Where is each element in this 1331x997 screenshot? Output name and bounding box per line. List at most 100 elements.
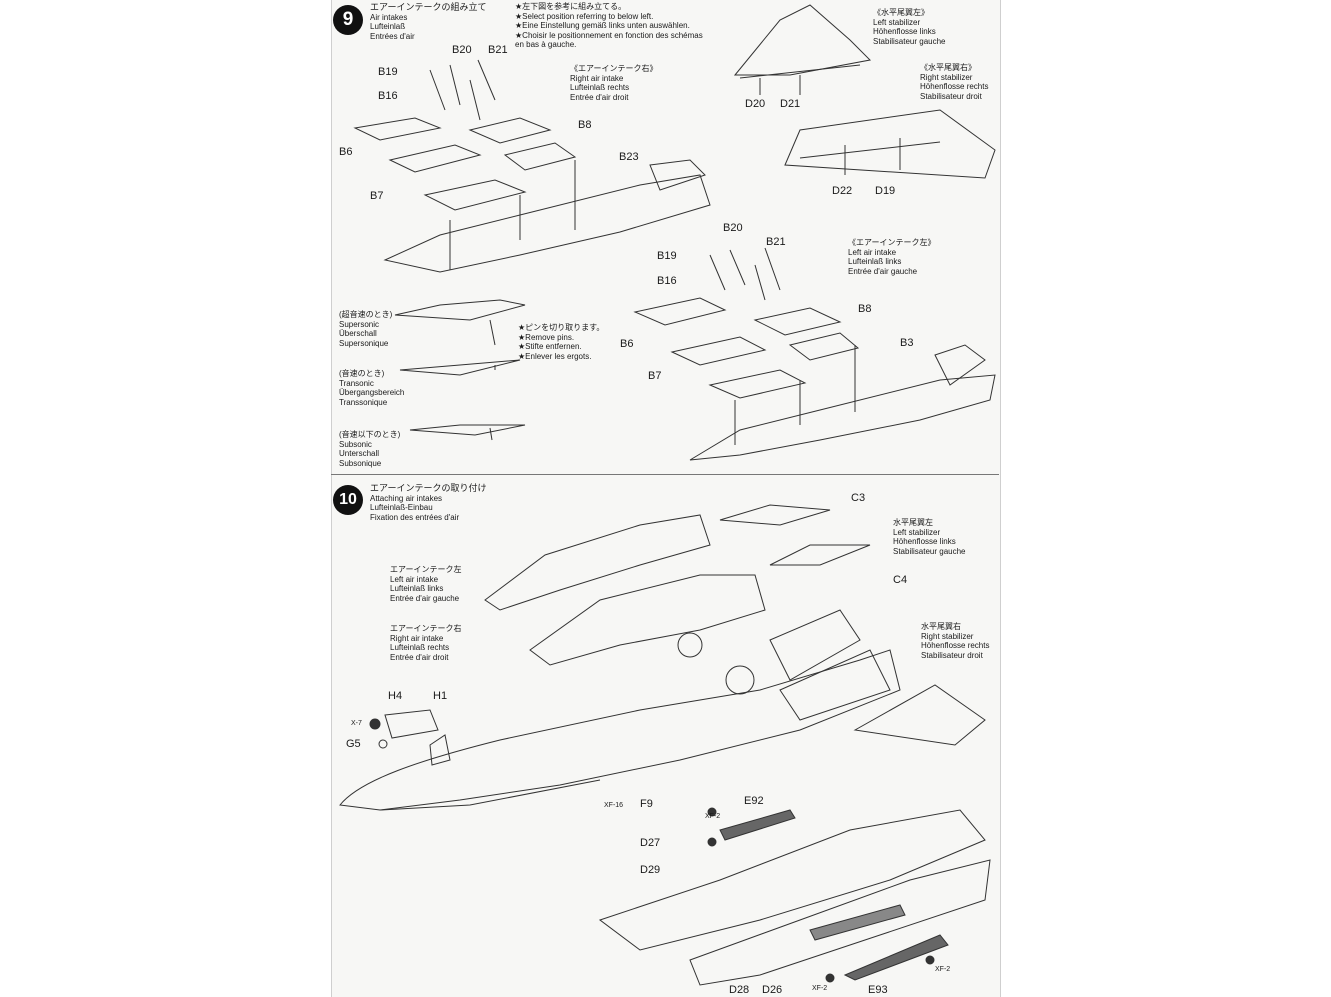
caption-line: Transonic xyxy=(339,378,374,388)
caption-line: Right stabilizer xyxy=(921,631,974,641)
part-label-d19: D19 xyxy=(875,185,896,197)
part-label-e92: E92 xyxy=(744,795,764,807)
caption-line: ★ピンを切り取ります。 xyxy=(518,323,605,332)
step-9-title-jp: エアーインテークの組み立て xyxy=(370,2,487,12)
part-label-b6: B6 xyxy=(620,338,634,350)
part-label-d22: D22 xyxy=(832,185,853,197)
step10-left-intake xyxy=(484,514,711,611)
caption-line: 《水平尾翼右》 xyxy=(920,63,976,72)
step-9-right-intake-caption: 《エアーインテーク右》 Right air intake Lufteinlaß … xyxy=(570,64,658,102)
caption-line: Übergangsbereich xyxy=(339,388,405,397)
part-label-b16: B16 xyxy=(378,90,398,102)
part-label-d21: D21 xyxy=(780,98,801,110)
subsonic-caption: (音速以下のとき) Subsonic Unterschall Subsoniqu… xyxy=(339,430,400,468)
caption-line: Right air intake xyxy=(570,73,624,83)
caption-line: Left stabilizer xyxy=(893,527,941,537)
part-label-b19: B19 xyxy=(378,66,398,78)
note-line: ★Choisir le positionnement en fonction d… xyxy=(515,30,703,40)
step-9-title-en: Air intakes xyxy=(370,12,408,22)
paint-label-xf2: XF-2 xyxy=(705,813,721,820)
caption-line: Left air intake xyxy=(390,574,439,584)
caption-line: Überschall xyxy=(339,329,377,338)
caption-line: Supersonic xyxy=(339,319,380,329)
step-9-left-intake-caption: 《エアーインテーク左》 Left air intake Lufteinlaß l… xyxy=(848,238,936,276)
part-label-b7: B7 xyxy=(648,370,662,382)
supersonic-caption: (超音速のとき) Supersonic Überschall Supersoni… xyxy=(339,310,392,348)
step10-fuselage xyxy=(339,649,901,811)
caption-line: Stabilisateur gauche xyxy=(873,36,946,46)
caption-line: 水平尾翼右 xyxy=(921,622,961,631)
caption-line: (音速のとき) xyxy=(339,369,385,378)
part-label-b6: B6 xyxy=(339,146,353,158)
step-10-title-de: Lufteinlaß-Einbau xyxy=(370,503,433,512)
caption-line: 《水平尾翼左》 xyxy=(873,8,929,17)
step9-right-stabilizer xyxy=(784,109,996,179)
step-10-title-jp: エアーインテークの取り付け xyxy=(370,483,487,493)
step9-right-intake-body xyxy=(383,159,711,273)
step-10-left-intake-caption: エアーインテーク左 Left air intake Lufteinlaß lin… xyxy=(390,565,462,603)
part-label-h1: H1 xyxy=(433,690,448,702)
step-10-title-en: Attaching air intakes xyxy=(370,493,443,503)
caption-line: Höhenflosse rechts xyxy=(920,82,989,91)
step10-lower-assembly xyxy=(598,809,991,986)
caption-line: 水平尾翼左 xyxy=(893,518,933,527)
caption-line: Lufteinlaß links xyxy=(848,257,902,266)
caption-line: Left air intake xyxy=(848,247,897,257)
note-line: en bas à gauche. xyxy=(515,40,577,49)
caption-line: エアーインテーク右 xyxy=(390,624,462,633)
caption-line: ★Enlever les ergots. xyxy=(518,351,592,361)
part-label-d26: D26 xyxy=(762,984,783,996)
caption-line: Höhenflosse links xyxy=(873,27,936,36)
caption-line: ★Remove pins. xyxy=(518,332,575,342)
caption-line: 《エアーインテーク右》 xyxy=(570,64,658,73)
step-9-title-de: Lufteinlaß xyxy=(370,22,406,31)
step-10-left-stab-caption: 水平尾翼左 Left stabilizer Höhenflosse links … xyxy=(893,518,966,556)
step9-left-intake-parts xyxy=(633,247,860,399)
step10-small-parts xyxy=(369,709,935,983)
paint-label-xf2: XF-2 xyxy=(935,966,951,973)
caption-line: Stabilisateur gauche xyxy=(893,546,966,556)
step-9-right-stab-caption: 《水平尾翼右》 Right stabilizer Höhenflosse rec… xyxy=(920,63,988,101)
part-label-b7: B7 xyxy=(370,190,384,202)
caption-line: Entrée d'air droit xyxy=(390,652,449,662)
caption-line: ★Stifte entfernen. xyxy=(518,342,582,351)
caption-line: Supersonique xyxy=(339,338,389,348)
caption-line: エアーインテーク左 xyxy=(390,565,462,574)
caption-line: Höhenflosse links xyxy=(893,537,956,546)
caption-line: Lufteinlaß links xyxy=(390,584,444,593)
part-label-b8: B8 xyxy=(578,119,592,131)
part-label-b20: B20 xyxy=(452,44,472,56)
part-label-b21: B21 xyxy=(488,44,508,56)
instruction-sheet xyxy=(331,0,1001,997)
part-label-d29: D29 xyxy=(640,864,661,876)
caption-line: (音速以下のとき) xyxy=(339,430,401,439)
caption-line: Lufteinlaß rechts xyxy=(390,643,450,652)
part-label-b8: B8 xyxy=(858,303,872,315)
caption-line: Transsonique xyxy=(339,397,388,407)
part-label-b20: B20 xyxy=(723,222,743,234)
step9-left-stabilizer xyxy=(733,4,872,95)
part-label-d20: D20 xyxy=(745,98,766,110)
part-label-b21: B21 xyxy=(766,236,786,248)
step10-right-intake xyxy=(529,574,766,666)
step-9-badge: 9 xyxy=(333,5,363,35)
transonic-caption: (音速のとき) Transonic Übergangsbereich Trans… xyxy=(339,369,404,407)
part-label-e93: E93 xyxy=(868,984,888,996)
caption-line: Lufteinlaß rechts xyxy=(570,83,630,92)
step-10-title: エアーインテークの取り付け Attaching air intakes Luft… xyxy=(370,483,487,522)
note-line: ★Select position referring to below left… xyxy=(515,11,654,21)
step-10-title-fr: Fixation des entrées d'air xyxy=(370,512,460,522)
step-divider xyxy=(331,474,999,475)
caption-line: Entrée d'air droit xyxy=(570,92,629,102)
step9-right-intake-parts xyxy=(353,59,577,211)
part-label-b19: B19 xyxy=(657,250,677,262)
caption-line: Unterschall xyxy=(339,449,380,458)
caption-line: Subsonic xyxy=(339,439,372,449)
step-9-title-fr: Entrées d'air xyxy=(370,31,415,41)
caption-line: Left stabilizer xyxy=(873,17,921,27)
step10-engines xyxy=(677,609,891,721)
part-label-h4: H4 xyxy=(388,690,403,702)
caption-line: 《エアーインテーク左》 xyxy=(848,238,936,247)
caption-line: Right stabilizer xyxy=(920,72,973,82)
part-label-f9: F9 xyxy=(640,798,653,810)
